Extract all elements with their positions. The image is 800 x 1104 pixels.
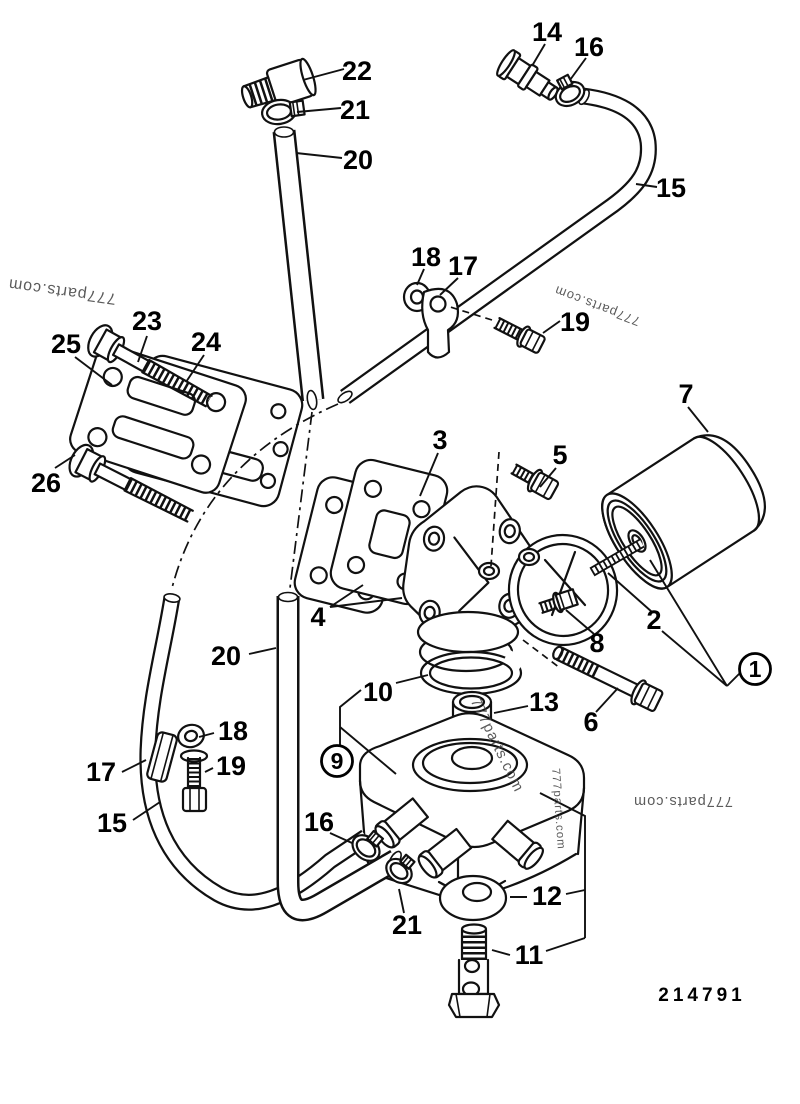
part-bolt-25	[87, 324, 213, 408]
callout-circle-9	[320, 744, 354, 778]
leader-lines	[54, 43, 741, 956]
callout-circle-1	[738, 652, 772, 686]
part-oil-cooler	[358, 712, 586, 903]
callout-19: 19	[560, 307, 590, 337]
callout-18: 18	[218, 716, 248, 746]
part-clamp-16-lower	[351, 829, 385, 862]
callout-20: 20	[211, 641, 241, 671]
callout-6: 6	[583, 707, 598, 737]
part-banjo-bolt-11	[447, 923, 501, 1019]
callout-15: 15	[656, 173, 686, 203]
part-bolt-19-lower	[179, 749, 209, 813]
callout-16: 16	[574, 32, 604, 62]
part-fitting-22	[240, 57, 317, 109]
callout-24: 24	[191, 327, 221, 357]
callout-leader-lines	[54, 43, 741, 956]
callout-23: 23	[132, 306, 162, 336]
part-clamp-17-mid	[421, 287, 460, 359]
part-oil-filter-canister	[601, 434, 766, 590]
part-hose-15-lower	[139, 593, 371, 911]
part-tube-20-upper	[272, 126, 325, 411]
callout-13: 13	[529, 687, 559, 717]
part-washer-18-lower	[177, 723, 205, 749]
part-filter-mount-disc	[477, 533, 619, 647]
part-bolt-5	[510, 463, 560, 501]
parts-layer	[68, 49, 766, 1019]
watermark: 777parts.com	[549, 768, 567, 850]
callout-20: 20	[343, 145, 373, 175]
bolt-6-axis-dashed	[522, 639, 561, 669]
part-bolt-26	[68, 443, 194, 523]
callout-21: 21	[340, 95, 370, 125]
callout-4: 4	[310, 602, 325, 632]
callout-9: 9	[331, 748, 344, 774]
callout-16: 16	[304, 807, 334, 837]
callout-12: 12	[532, 881, 562, 911]
callout-14: 14	[532, 17, 562, 47]
part-bolt-19-mid	[493, 316, 546, 354]
callout-19: 19	[216, 751, 246, 781]
bracket-11-12	[539, 792, 586, 938]
part-filter-stud-2	[589, 538, 645, 577]
callout-5: 5	[552, 440, 567, 470]
callout-25: 25	[51, 329, 81, 359]
part-clamp-17-lower	[146, 731, 178, 783]
callout-17: 17	[448, 251, 478, 281]
part-fitting-14	[496, 49, 559, 101]
bolt-19-axis-dashed	[446, 305, 493, 321]
callout-8: 8	[589, 628, 604, 658]
part-bolt-6	[552, 645, 664, 712]
part-hose-15-upper	[337, 87, 657, 404]
callout-26: 26	[31, 468, 61, 498]
callout-7: 7	[678, 379, 693, 409]
watermark: 777parts.com	[633, 793, 733, 809]
watermark: 777parts.com	[7, 275, 117, 307]
callout-10: 10	[363, 677, 393, 707]
callout-3: 3	[432, 425, 447, 455]
hose-15-continuation-line	[171, 403, 339, 589]
callout-22: 22	[342, 56, 372, 86]
callout-2: 2	[646, 605, 661, 635]
callout-11: 11	[515, 940, 544, 970]
part-clamp-16-upper	[554, 73, 586, 108]
callout-15: 15	[97, 808, 127, 838]
callout-21: 21	[392, 910, 422, 940]
part-clamp-21-lower	[385, 853, 416, 885]
tube-20-continuation-line	[289, 411, 313, 589]
callout-1: 1	[749, 656, 762, 682]
part-washer-12	[438, 874, 508, 922]
callout-17: 17	[86, 757, 116, 787]
callout-18: 18	[411, 242, 441, 272]
drawing-number: 214791	[658, 985, 745, 1006]
